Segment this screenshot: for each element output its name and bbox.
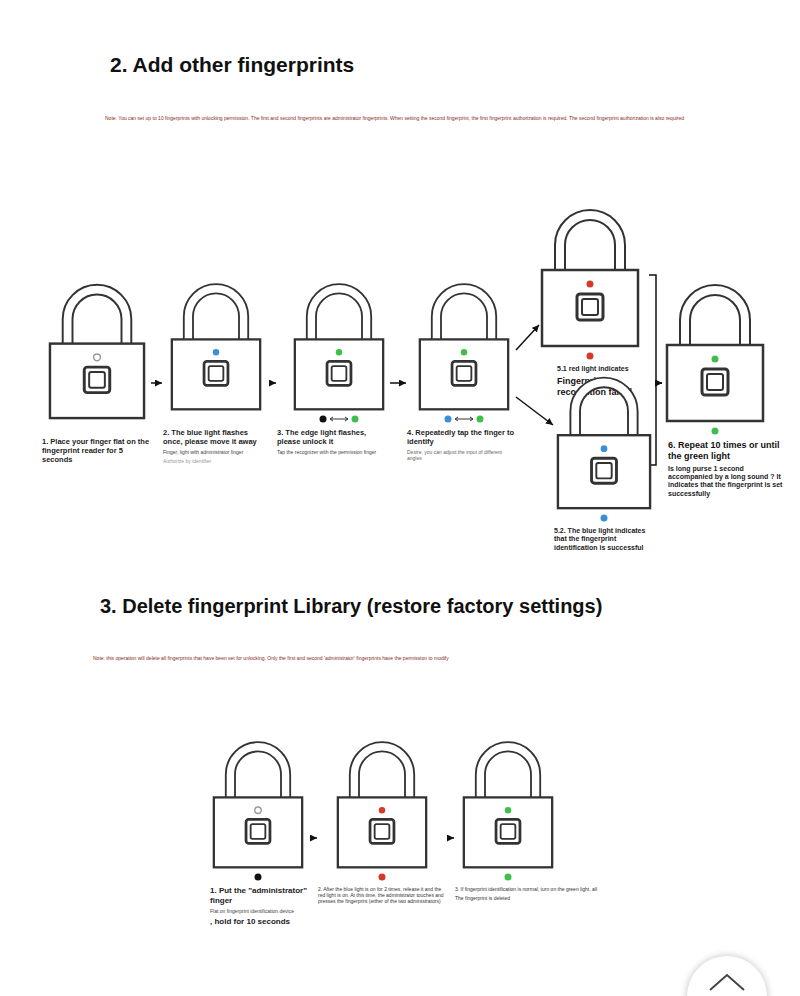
padlock-icon bbox=[212, 733, 304, 871]
page-heading: 2. Add other fingerprints bbox=[110, 52, 354, 78]
padlock-shape bbox=[464, 747, 552, 868]
step-node: 4. Repeatedly tap the finger to identify… bbox=[407, 275, 515, 461]
indicator-led bbox=[712, 356, 719, 363]
flow-arrow bbox=[651, 383, 662, 465]
padlock-icon bbox=[540, 200, 640, 350]
step-node: 1. Put the "administrator" fingerFlat on… bbox=[210, 733, 310, 927]
indicator-led bbox=[461, 349, 467, 355]
step-node: 6. Repeat 10 times or until the green li… bbox=[663, 275, 788, 498]
scroll-button-shadow bbox=[686, 955, 768, 996]
step-note: Flat on fingerprint identification devic… bbox=[210, 908, 310, 914]
flow-arrow bbox=[649, 275, 662, 383]
note-text: Note: this operation will delete all fin… bbox=[93, 655, 613, 661]
light-indicator-row bbox=[212, 871, 304, 883]
padlock-shape bbox=[295, 289, 383, 410]
step-caption: 6. Repeat 10 times or until the green li… bbox=[663, 440, 788, 462]
light-dot bbox=[587, 353, 594, 360]
indicator-led bbox=[505, 807, 511, 813]
light-indicator-row bbox=[336, 871, 428, 883]
step-note: Authorize by identifier bbox=[163, 458, 268, 464]
step-node: 2. After the blue light is on for 2 time… bbox=[318, 733, 448, 904]
padlock-shape bbox=[172, 289, 260, 410]
indicator-led bbox=[213, 349, 219, 355]
padlock-shape bbox=[338, 747, 426, 868]
step-caption: 1. Put the "administrator" finger bbox=[210, 886, 310, 905]
padlock-shape bbox=[558, 382, 650, 508]
toggle-arrow bbox=[455, 417, 473, 421]
flow-arrow bbox=[449, 837, 454, 839]
chevron-up bbox=[710, 975, 744, 990]
padlock-icon bbox=[556, 368, 652, 512]
flow-arrow bbox=[516, 325, 539, 350]
padlock-icon bbox=[293, 275, 385, 413]
light-dot bbox=[477, 416, 484, 423]
indicator-led bbox=[255, 807, 261, 813]
toggle-arrow bbox=[330, 417, 348, 421]
light-dot bbox=[601, 515, 608, 522]
padlock-icon bbox=[462, 733, 554, 871]
light-indicator-row bbox=[170, 413, 262, 425]
light-indicator-row bbox=[293, 413, 385, 425]
indicator-led bbox=[379, 807, 385, 813]
flow-arrow bbox=[390, 382, 406, 384]
light-dot bbox=[255, 874, 262, 881]
light-indicator-row bbox=[48, 422, 146, 434]
indicator-led bbox=[601, 445, 608, 452]
flow-arrow bbox=[269, 382, 276, 384]
padlock-shape bbox=[542, 215, 638, 346]
light-indicator-row bbox=[540, 350, 640, 362]
padlock-icon bbox=[48, 275, 146, 422]
padlock-icon bbox=[665, 275, 765, 425]
light-indicator-row bbox=[665, 425, 765, 437]
light-dot bbox=[712, 428, 719, 435]
light-dot bbox=[320, 416, 327, 423]
indicator-led bbox=[336, 349, 342, 355]
step-note: Tap the recognizer with the permission f… bbox=[277, 449, 389, 455]
step-node: 5.1 red light indicatesFingerprint recog… bbox=[540, 200, 648, 398]
step-node: 2. The blue light flashes once, please m… bbox=[163, 275, 268, 464]
step-note: , hold for 10 seconds bbox=[210, 917, 310, 927]
step-caption: 2. After the blue light is on for 2 time… bbox=[318, 886, 448, 904]
step-note: Desire, you can adjust the input of diff… bbox=[407, 449, 515, 461]
step-note: Is long purse 1 second accompanied by a … bbox=[663, 465, 788, 499]
padlock-shape bbox=[420, 289, 508, 410]
flow-arrow bbox=[516, 397, 553, 425]
light-dot bbox=[505, 874, 512, 881]
indicator-led bbox=[587, 281, 594, 288]
padlock-shape bbox=[50, 290, 144, 418]
padlock-shape bbox=[667, 290, 763, 421]
step-node: 3. If fingerprint identification is norm… bbox=[455, 733, 625, 901]
step-caption: 4. Repeatedly tap the finger to identify bbox=[407, 428, 515, 446]
indicator-led bbox=[94, 354, 101, 361]
step-node: 3. The edge light flashes, please unlock… bbox=[277, 275, 389, 455]
light-indicator-row bbox=[418, 413, 510, 425]
light-indicator-row bbox=[556, 512, 652, 524]
padlock-shape bbox=[214, 747, 302, 868]
flow-arrow bbox=[311, 837, 317, 839]
step-caption: 5.1 red light indicates bbox=[540, 365, 648, 373]
step-caption: 3. The edge light flashes, please unlock… bbox=[277, 428, 389, 446]
light-dot bbox=[445, 416, 452, 423]
padlock-icon bbox=[336, 733, 428, 871]
light-indicator-row bbox=[462, 871, 554, 883]
padlock-icon bbox=[418, 275, 510, 413]
section-heading: 3. Delete fingerprint Library (restore f… bbox=[100, 594, 740, 619]
scroll-button bbox=[687, 956, 767, 996]
light-dot bbox=[352, 416, 359, 423]
padlock-icon bbox=[170, 275, 262, 413]
step-caption: 3. If fingerprint identification is norm… bbox=[455, 886, 625, 892]
note-text: Note: You can set up to 10 fingerprints … bbox=[105, 115, 705, 121]
step-note: The fingerprint is deleted bbox=[455, 895, 625, 901]
step-caption: 1. Place your finger flat on the fingerp… bbox=[42, 437, 150, 464]
flow-arrow bbox=[151, 382, 162, 384]
step-node: 1. Place your finger flat on the fingerp… bbox=[42, 275, 150, 464]
step-caption: 5.2. The blue light indicates that the f… bbox=[554, 527, 650, 552]
light-dot bbox=[379, 874, 386, 881]
step-note: Finger, light with administrator finger bbox=[163, 449, 268, 455]
step-caption: 2. The blue light flashes once, please m… bbox=[163, 428, 268, 446]
step-node: 5.2. The blue light indicates that the f… bbox=[554, 368, 650, 552]
